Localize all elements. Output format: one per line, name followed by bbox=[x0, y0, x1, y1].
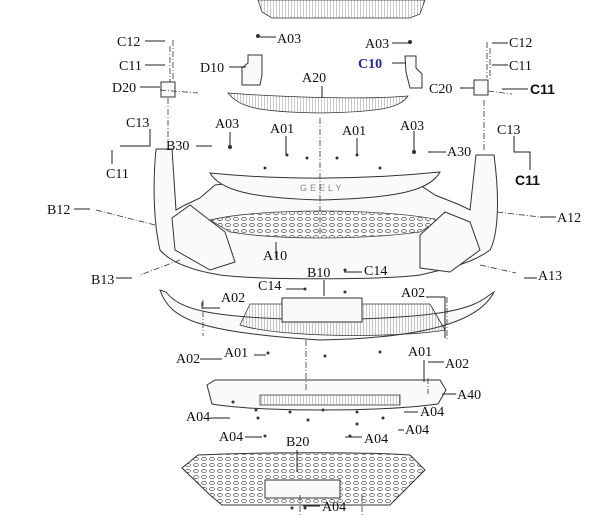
label-c14: C14 bbox=[258, 279, 281, 294]
c10-bracket bbox=[404, 55, 423, 89]
label-c13-right: C13 bbox=[497, 123, 520, 138]
b10-plate bbox=[281, 297, 363, 323]
right-fog-housing bbox=[419, 211, 481, 273]
a20-trim-strip bbox=[227, 92, 409, 114]
label-c11-left: C11 bbox=[119, 59, 142, 74]
leader-lines bbox=[74, 36, 556, 507]
label-a12: A12 bbox=[557, 211, 581, 226]
label-a13: A13 bbox=[538, 269, 562, 284]
label-a04: A04 bbox=[405, 423, 429, 438]
label-a02: A02 bbox=[221, 291, 245, 306]
label-a01: A01 bbox=[342, 124, 366, 139]
label-a04: A04 bbox=[219, 430, 243, 445]
label-a40: A40 bbox=[457, 388, 481, 403]
center-axis bbox=[167, 98, 485, 516]
label-a10: A10 bbox=[263, 249, 287, 264]
label-d10: D10 bbox=[200, 61, 224, 76]
b20-center-panel bbox=[264, 479, 341, 499]
c20-bracket bbox=[473, 79, 489, 96]
label-c14: C14 bbox=[364, 264, 387, 279]
label-c11: C11 bbox=[106, 167, 129, 182]
part-labels: C12 C11 D20 A03 D10 A20 A03 C10 C12 C11 … bbox=[47, 32, 581, 515]
label-c10: C10 bbox=[358, 57, 382, 72]
label-b12: B12 bbox=[47, 203, 70, 218]
label-b10: B10 bbox=[307, 266, 330, 281]
label-a02: A02 bbox=[176, 352, 200, 367]
d20-bracket bbox=[160, 81, 176, 98]
d10-bracket bbox=[241, 54, 263, 86]
label-b20: B20 bbox=[286, 435, 309, 450]
left-fog-housing bbox=[171, 204, 236, 271]
label-c12-right: C12 bbox=[509, 36, 532, 51]
label-a01: A01 bbox=[270, 122, 294, 137]
label-a20: A20 bbox=[302, 71, 326, 86]
label-c12-left: C12 bbox=[117, 35, 140, 50]
label-c13-left: C13 bbox=[126, 116, 149, 131]
label-a03: A03 bbox=[215, 117, 239, 132]
label-a01: A01 bbox=[224, 346, 248, 361]
label-a02: A02 bbox=[445, 357, 469, 372]
lower-grille-mesh bbox=[208, 210, 442, 239]
label-a04: A04 bbox=[364, 432, 388, 447]
label-c11-bold: C11 bbox=[515, 172, 540, 188]
upper-grille-part bbox=[257, 0, 426, 19]
label-d20: D20 bbox=[112, 81, 136, 96]
grille-upper-frame bbox=[209, 171, 441, 201]
label-a02: A02 bbox=[401, 286, 425, 301]
label-c11-bold: C11 bbox=[530, 81, 555, 97]
label-a04: A04 bbox=[420, 405, 444, 420]
label-a03: A03 bbox=[277, 32, 301, 47]
label-b13: B13 bbox=[91, 273, 114, 288]
label-a04: A04 bbox=[322, 500, 346, 515]
brand-logo: GEELY bbox=[300, 183, 344, 193]
label-c11-right: C11 bbox=[509, 59, 532, 74]
b20-skid-plate bbox=[181, 452, 426, 506]
label-a01: A01 bbox=[408, 345, 432, 360]
label-b30: B30 bbox=[166, 139, 189, 154]
label-a04: A04 bbox=[186, 410, 210, 425]
a40-ribs bbox=[259, 394, 401, 406]
label-a03: A03 bbox=[365, 37, 389, 52]
fastener-axis bbox=[95, 40, 541, 394]
label-a03: A03 bbox=[400, 119, 424, 134]
label-c20: C20 bbox=[429, 82, 452, 97]
label-a30: A30 bbox=[447, 145, 471, 160]
